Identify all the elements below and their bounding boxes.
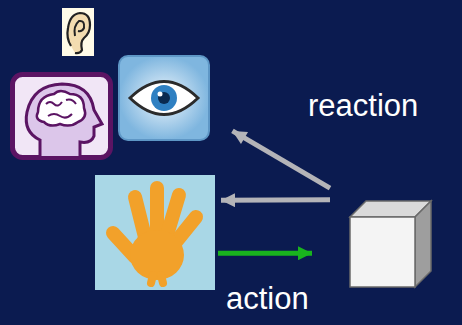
arrow-connector — [221, 197, 330, 203]
hand-finger — [167, 195, 179, 235]
ear-inner — [75, 21, 85, 36]
brain-icon-frame — [13, 75, 111, 158]
head-silhouette — [26, 84, 102, 156]
brain-icon — [13, 75, 111, 158]
hand-icon — [95, 175, 215, 290]
hand-finger — [150, 188, 164, 233]
ear-icon — [62, 8, 94, 56]
hand-icon-background — [95, 175, 215, 290]
eye-pupil — [158, 92, 170, 104]
eye-icon — [118, 55, 210, 141]
eye-icon-frame — [119, 56, 209, 140]
cube-art — [330, 185, 435, 290]
hand-art — [95, 175, 215, 290]
hand-finger — [175, 217, 196, 243]
arrow-connector — [232, 131, 330, 188]
ear-icon-background — [62, 8, 94, 56]
eye-art — [118, 55, 210, 141]
cube-front — [350, 217, 415, 287]
brain-shape — [37, 91, 85, 126]
edge-label: reaction — [308, 90, 418, 121]
eye-shape — [130, 82, 198, 115]
hand-finger — [135, 197, 145, 237]
hand-palm — [130, 230, 184, 280]
brain-folds — [46, 100, 76, 118]
cube-side — [415, 201, 431, 287]
eye-iris — [151, 85, 177, 111]
cube-object — [330, 185, 435, 290]
hand-wrist — [151, 275, 163, 283]
arrow-connector — [218, 251, 312, 256]
ear-shape — [67, 13, 90, 53]
eye-highlight — [158, 92, 163, 97]
edge-label: action — [226, 283, 309, 314]
